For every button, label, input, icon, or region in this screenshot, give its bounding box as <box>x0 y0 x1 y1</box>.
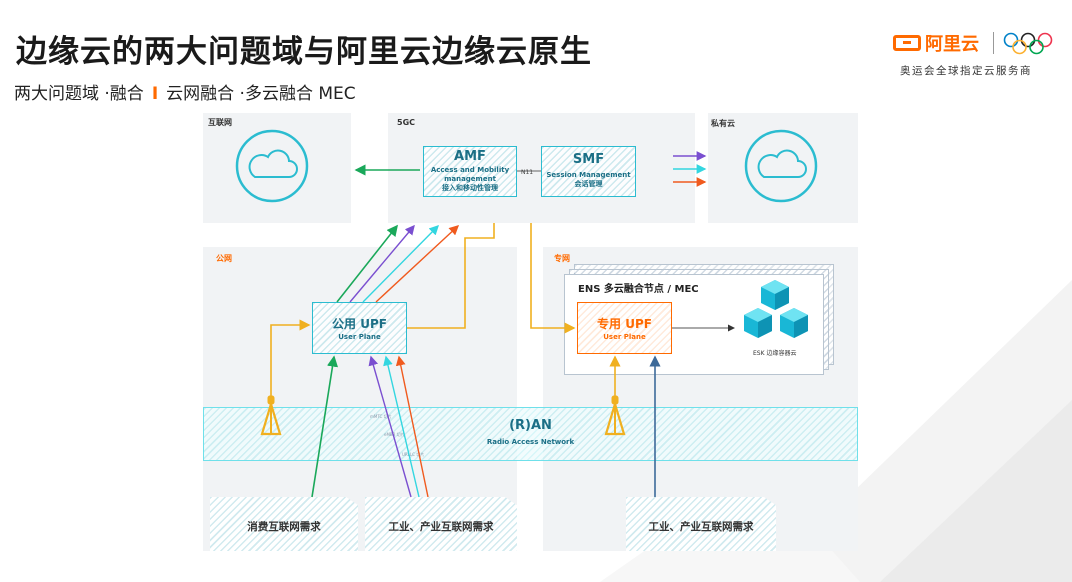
internet-cloud-icon <box>235 129 309 203</box>
private-antenna-icon <box>604 395 626 436</box>
smf-line1: Session Management <box>546 171 631 179</box>
arrow-industrial-to-upf-cyan <box>383 355 420 498</box>
esk-container-cluster-icon <box>744 280 808 338</box>
ran-band: (R)AN Radio Access Network <box>203 407 858 461</box>
demand-industrial-public-text: 工业、产业互联网需求 <box>388 521 494 533</box>
internet-label: 互联网 <box>208 118 232 127</box>
n11-label: N11 <box>521 169 534 176</box>
arrow-industrial-to-upf-purple <box>368 355 412 498</box>
demand-box-industrial-private: 工业、产业互联网需求 <box>626 497 776 551</box>
public-upf-title: 公用 UPF <box>332 317 387 331</box>
public-network-label: 公网 <box>216 254 232 263</box>
link-public-upf-5gc <box>407 223 495 329</box>
page-subtitle: 两大问题域 ·融合 I 云网融合 ·多云融合 MEC <box>14 79 356 104</box>
slice-label-urllc: URLLC 切片 <box>402 452 425 457</box>
brand-block: 阿里云 奥运会全球指定云服务商 <box>893 30 1063 80</box>
private-upf-sub: User Plane <box>603 333 646 341</box>
brand-divider <box>993 32 994 54</box>
amf-line1: Access and Mobility <box>430 166 510 174</box>
slice-label-embb: eMBB 切片 <box>384 432 405 437</box>
ens-mec-label: ENS 多云融合节点 / MEC <box>578 284 699 295</box>
smf-title: SMF <box>572 152 605 167</box>
arrow-upf-to-5gc-green <box>336 224 398 303</box>
brand-tagline: 奥运会全球指定云服务商 <box>900 65 1032 77</box>
public-antenna-icon <box>260 395 282 436</box>
amf-line2: management <box>444 175 496 183</box>
amf-box: AMF Access and Mobility management 接入和移动… <box>423 146 517 197</box>
slice-label-mmtc: mMTC 切片 <box>370 414 392 419</box>
arrow-consumer-to-upf <box>311 355 339 498</box>
public-upf-box: 公用 UPF User Plane <box>312 302 407 354</box>
amf-line3: 接入和移动性管理 <box>442 184 498 192</box>
ran-title: (R)AN <box>509 418 552 433</box>
link-tower-public-upf <box>270 319 311 397</box>
brand-name: 阿里云 <box>925 34 979 55</box>
subtitle-left: 两大问题域 ·融合 <box>14 84 144 104</box>
subtitle-separator: I <box>151 84 159 104</box>
smf-line2: 会话管理 <box>574 180 603 188</box>
demand-box-industrial-public: 工业、产业互联网需求 <box>365 497 517 551</box>
private-cloud-label: 私有云 <box>711 119 735 128</box>
private-cloud-icon <box>744 129 818 203</box>
aliyun-logo-icon <box>893 35 921 51</box>
arrow-upf-to-5gc-orange <box>375 225 460 303</box>
page-title: 边缘云的两大问题域与阿里云边缘云原生 <box>16 34 592 70</box>
arrow-upf-to-5gc-cyan <box>362 225 439 303</box>
amf-title: AMF <box>454 149 486 164</box>
arrow-upf-to-5gc-purple <box>349 224 415 303</box>
subtitle-right: 云网融合 ·多云融合 MEC <box>166 84 356 104</box>
smf-box: SMF Session Management 会话管理 <box>541 146 636 197</box>
private-upf-title: 专用 UPF <box>597 317 652 331</box>
arrow-industrial-to-upf-orange <box>395 355 429 498</box>
ran-sub: Radio Access Network <box>486 438 575 446</box>
private-network-label: 专网 <box>554 254 570 263</box>
public-upf-sub: User Plane <box>338 333 381 341</box>
demand-box-consumer: 消费互联网需求 <box>210 497 358 551</box>
demand-industrial-private-text: 工业、产业互联网需求 <box>648 521 754 533</box>
5gc-label: 5GC <box>397 118 416 127</box>
arrow-5gc-to-private-upf <box>530 223 576 334</box>
demand-consumer-text: 消费互联网需求 <box>247 521 321 533</box>
private-upf-box: 专用 UPF User Plane <box>577 302 672 354</box>
olympic-rings-icon <box>1003 32 1053 55</box>
esk-label: ESK 边缘容器云 <box>753 350 797 357</box>
aliyun-logo: 阿里云 <box>893 30 979 56</box>
